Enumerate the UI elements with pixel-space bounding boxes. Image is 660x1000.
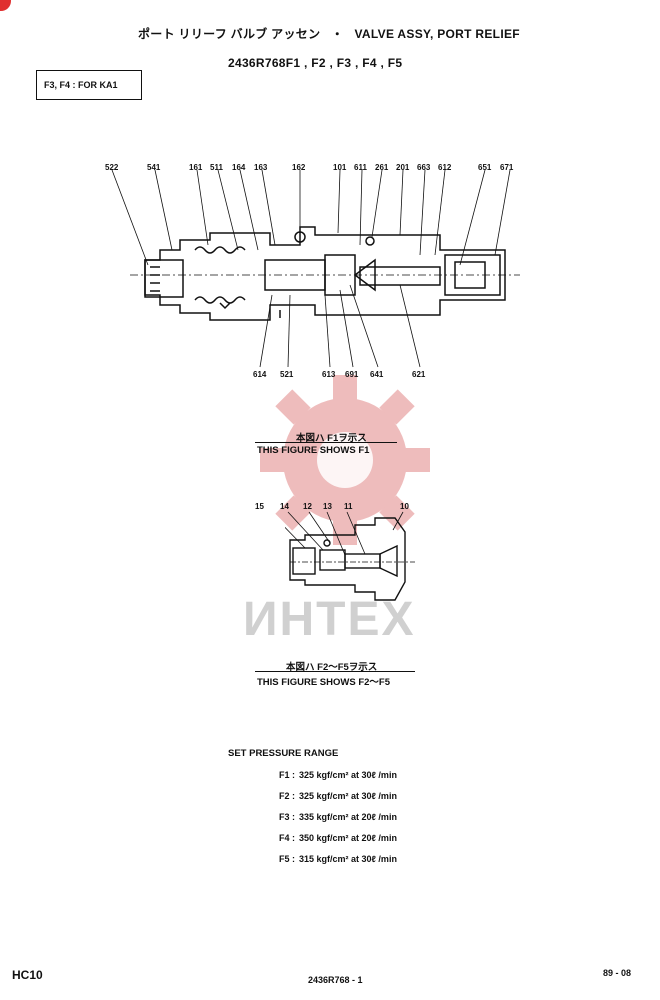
label-15: 15 [255, 502, 264, 511]
label-691: 691 [345, 370, 359, 379]
pressure-value: 325 kgf/cm² at 30ℓ /min [299, 770, 397, 780]
pressure-label: F2 : [278, 791, 295, 801]
caption-divider-2 [255, 671, 415, 672]
pressure-row-f5: F5 : 315 kgf/cm² at 30ℓ /min [255, 854, 455, 864]
label-164: 164 [232, 163, 246, 172]
label-12: 12 [303, 502, 312, 511]
pressure-row-f2: F2 : 325 kgf/cm² at 30ℓ /min [255, 791, 455, 801]
pressure-label: F1 : [278, 770, 295, 780]
footer-right: 89 - 08 [603, 968, 632, 978]
figure-1-drawing [111, 169, 520, 368]
label-10: 10 [400, 502, 409, 511]
label-14: 14 [280, 502, 289, 511]
label-621: 621 [412, 370, 426, 379]
pressure-label: F3 : [278, 812, 295, 822]
part-numbers: 2436R768F1 , F2 , F3 , F4 , F5 [228, 56, 403, 70]
label-641: 641 [370, 370, 384, 379]
leader-lines [111, 169, 511, 368]
figure-2-caption-en: THIS FIGURE SHOWS F2〜F5 [257, 677, 391, 688]
figure-1-caption-en: THIS FIGURE SHOWS F1 [257, 445, 370, 456]
label-663: 663 [417, 163, 431, 172]
label-261: 261 [375, 163, 389, 172]
pressure-row-f3: F3 : 335 kgf/cm² at 20ℓ /min [255, 812, 455, 822]
figure-2-drawing [285, 511, 415, 601]
label-651: 651 [478, 163, 492, 172]
note-box: F3, F4 : FOR KA1 [36, 70, 142, 100]
pressure-row-f4: F4 : 350 kgf/cm² at 20ℓ /min [255, 833, 455, 843]
footer-center: 2436R768 - 1 [308, 975, 363, 985]
label-13: 13 [323, 502, 332, 511]
label-162: 162 [292, 163, 306, 172]
figure-2-leader-lines [285, 511, 404, 556]
pressure-value: 325 kgf/cm² at 30ℓ /min [299, 791, 397, 801]
pressure-row-f1: F1 : 325 kgf/cm² at 30ℓ /min [255, 770, 455, 780]
figure-2-caption-jp: 本図ハ F2〜F5ヲ示ス [286, 662, 378, 673]
pressure-label: F5 : [278, 854, 295, 864]
label-101: 101 [333, 163, 347, 172]
label-522: 522 [105, 163, 119, 172]
watermark-gear-icon [260, 375, 430, 545]
label-201: 201 [396, 163, 410, 172]
label-671: 671 [500, 163, 514, 172]
label-614: 614 [253, 370, 267, 379]
label-511: 511 [210, 163, 223, 172]
footer-left: HC10 [12, 968, 43, 982]
pressure-value: 335 kgf/cm² at 20ℓ /min [299, 812, 397, 822]
title-jp: ポート リリーフ バルブ アッセン [138, 27, 321, 41]
page-title: ポート リリーフ バルブ アッセン ・ VALVE ASSY, PORT REL… [138, 25, 520, 42]
label-521: 521 [280, 370, 294, 379]
corner-badge [0, 0, 11, 11]
pressure-value: 350 kgf/cm² at 20ℓ /min [299, 833, 397, 843]
title-en: VALVE ASSY, PORT RELIEF [354, 27, 520, 41]
label-161: 161 [189, 163, 203, 172]
label-541: 541 [147, 163, 161, 172]
label-613: 613 [322, 370, 336, 379]
pressure-value: 315 kgf/cm² at 30ℓ /min [299, 854, 397, 864]
label-11: 11 [344, 502, 353, 511]
watermark-text: ИНТЕХ [243, 593, 416, 646]
pressure-label: F4 : [278, 833, 295, 843]
title-separator: ・ [331, 27, 344, 41]
figure-1-caption-jp: 本図ハ F1ヲ示ス [296, 433, 367, 444]
label-612: 612 [438, 163, 452, 172]
label-611: 611 [354, 163, 367, 172]
label-163: 163 [254, 163, 268, 172]
caption-divider [255, 442, 397, 443]
pressure-range-title: SET PRESSURE RANGE [228, 748, 339, 759]
